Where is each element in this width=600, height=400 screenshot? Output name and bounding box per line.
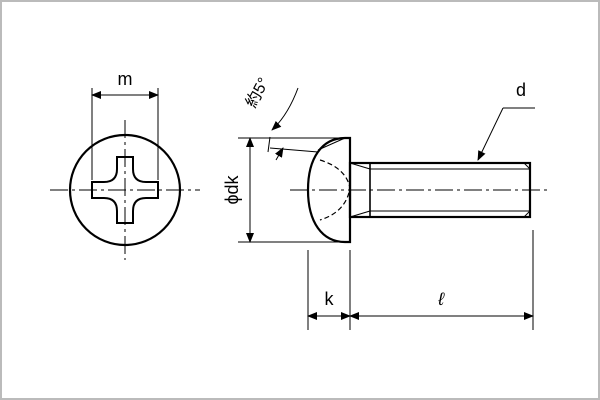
thread-runout-top [349,162,371,170]
angle-label-group: 約5° [242,75,273,111]
screw-shank [348,161,532,219]
screw-side-view [238,87,548,330]
angle-arc-arrow [271,87,299,131]
angle-lower-arrow [275,147,284,161]
m-label: m [118,69,133,89]
point-chamfer-bottom [523,210,531,218]
point-chamfer-top [523,162,531,170]
thread-runout-bottom [349,210,371,218]
screw-head-outline [306,136,352,244]
angle-reference-line [269,147,319,153]
dk-diameter-symbol: ϕ [222,194,242,204]
dk-label-group: ϕdk [222,174,242,204]
head-top-view [50,88,200,260]
angle-tick [267,136,271,153]
head-circle [68,133,182,247]
d-label: d [516,80,526,100]
d-leader-diagonal [477,107,504,161]
dk-label: dk [222,174,242,194]
head-chamfer-line [317,137,346,151]
phillips-cross-recess [91,156,159,224]
svg-text:ϕdk: ϕdk [222,174,242,204]
l-label: ℓ [437,289,445,309]
angle-label: 約5° [242,75,273,111]
k-label: k [325,289,335,309]
